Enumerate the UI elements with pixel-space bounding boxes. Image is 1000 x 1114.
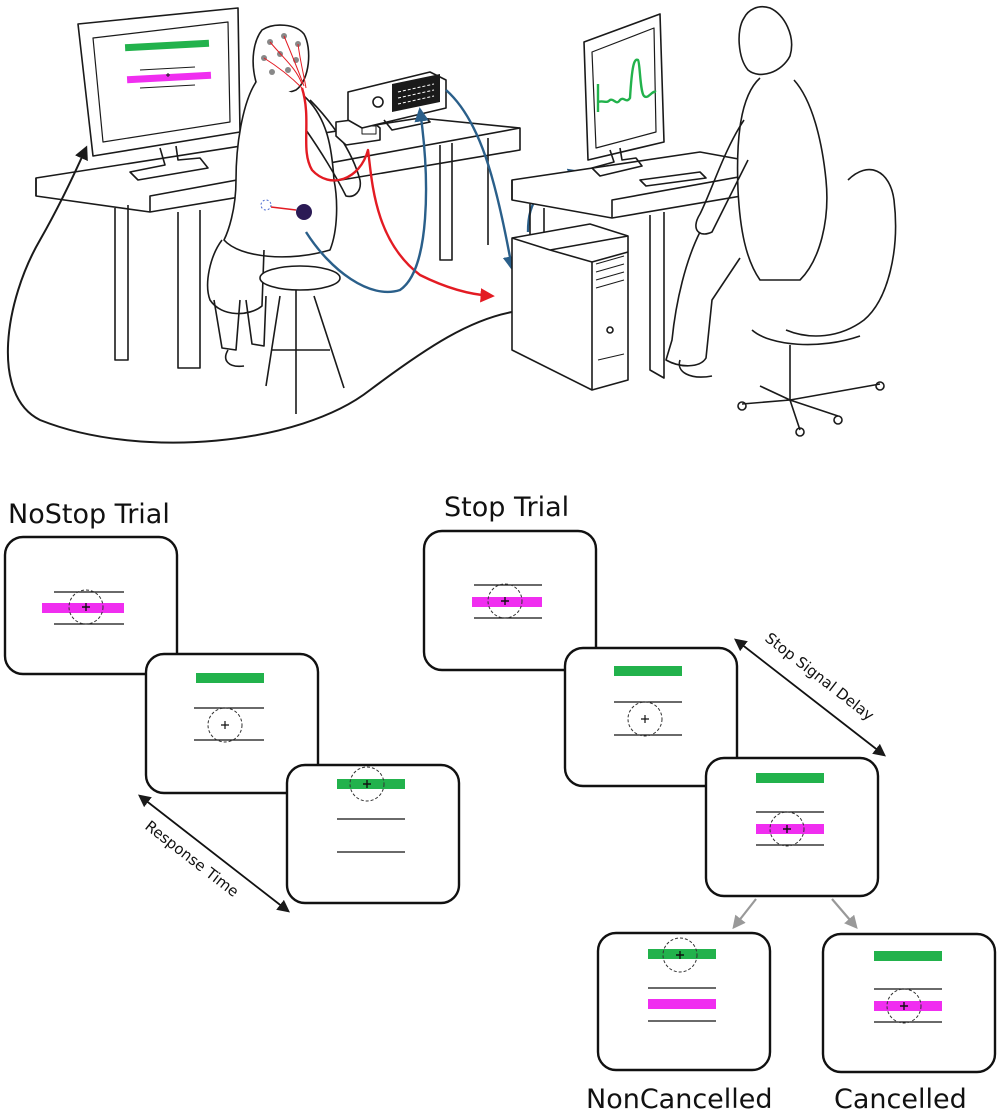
trial-diagrams: NoStop Trial Stop Trial NonCancelled Can…: [3, 492, 997, 1114]
signal-arrow-blue-1: [304, 107, 429, 294]
computer-tower: [511, 223, 629, 391]
experimenter-monitor: [583, 13, 665, 177]
subject-monitor: [77, 7, 241, 181]
stop-signal-delay-arrow: Stop Signal Delay: [734, 629, 886, 757]
noncancelled-label: NonCancelled: [586, 1084, 773, 1114]
nostop-trial-title: NoStop Trial: [8, 499, 170, 530]
stop-panel-go: [563, 646, 739, 788]
experimenter-person: [665, 5, 897, 437]
lab-illustration: [6, 5, 897, 444]
branch-arrow-noncancelled: [732, 898, 757, 930]
noncancelled-panel: [596, 931, 772, 1072]
signal-arrow-blue-2: [445, 89, 518, 271]
stop-panel-fixation: [422, 529, 598, 672]
response-time-arrow: Response Time: [138, 794, 290, 913]
nostop-panel-go: [144, 652, 320, 795]
stop-trial-title: Stop Trial: [444, 492, 569, 523]
stop-signal-delay-label: Stop Signal Delay: [762, 629, 878, 725]
nostop-panel-response: [285, 763, 461, 905]
response-time-label: Response Time: [142, 817, 243, 901]
feedback-loop-arrow: [6, 145, 513, 444]
stop-panel-stop-signal: [704, 756, 880, 898]
nostop-panel-fixation: [3, 535, 179, 676]
eeg-cable-red: [300, 87, 495, 303]
branch-arrow-cancelled: [831, 898, 858, 930]
subject-person: [206, 24, 362, 414]
oscilloscope: [347, 71, 447, 131]
cancelled-panel: [821, 932, 997, 1074]
cancelled-label: Cancelled: [834, 1084, 967, 1114]
